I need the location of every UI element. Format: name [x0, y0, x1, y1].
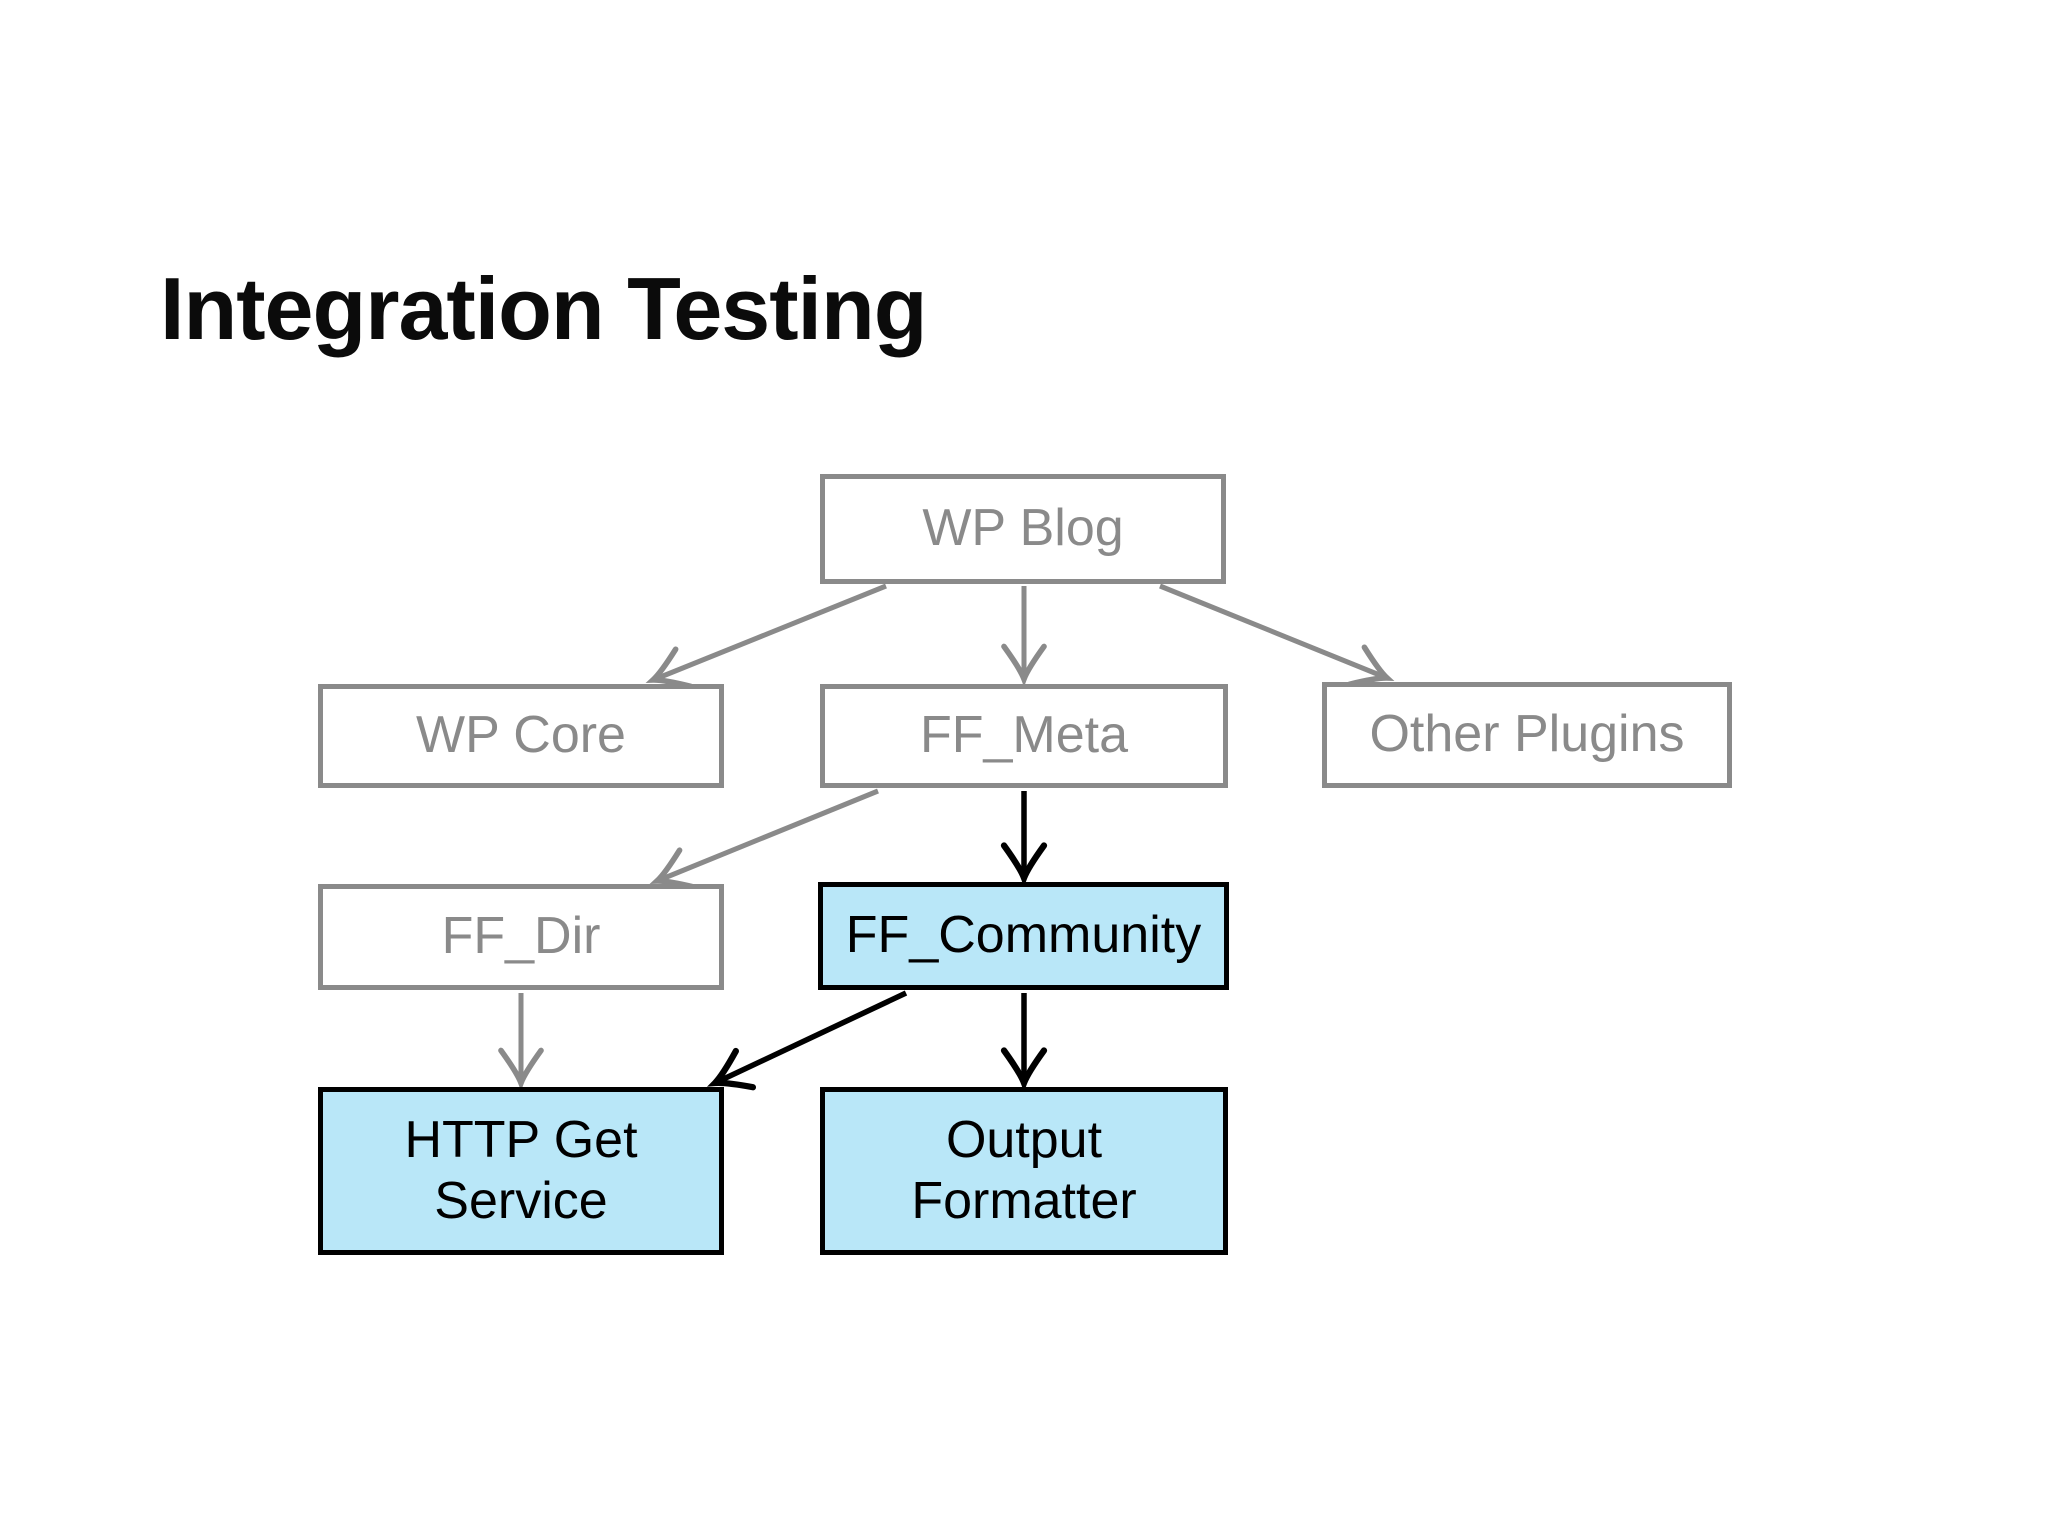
edge-ff-meta-to-ff-dir: [649, 788, 879, 891]
edge-wp-blog-to-wp-core: [645, 583, 887, 690]
edge-ff-community-to-http-get-service: [706, 990, 908, 1091]
node-label: HTTP Get Service: [404, 1110, 638, 1230]
node-label: Other Plugins: [1369, 705, 1685, 764]
node-label: FF_Meta: [919, 706, 1129, 765]
node-label: WP Core: [416, 706, 626, 765]
diagram-node-ff-community: FF_Community: [818, 882, 1229, 990]
edge-wp-blog-to-other-plugins: [1159, 583, 1395, 688]
node-label: FF_Community: [845, 906, 1202, 965]
node-label: FF_Dir: [441, 907, 601, 966]
diagram-node-http-get-service: HTTP Get Service: [318, 1087, 724, 1255]
page-title: Integration Testing: [160, 259, 927, 358]
diagram-node-ff-meta: FF_Meta: [820, 684, 1228, 788]
diagram-node-wp-core: WP Core: [318, 684, 724, 788]
node-label: Output Formatter: [911, 1110, 1137, 1230]
diagram-node-ff-dir: FF_Dir: [318, 884, 724, 990]
diagram-node-other-plugins: Other Plugins: [1322, 682, 1732, 788]
node-label: WP Blog: [922, 499, 1124, 558]
diagram-node-wp-blog: WP Blog: [820, 474, 1226, 584]
diagram-node-output-formatter: Output Formatter: [820, 1087, 1228, 1255]
